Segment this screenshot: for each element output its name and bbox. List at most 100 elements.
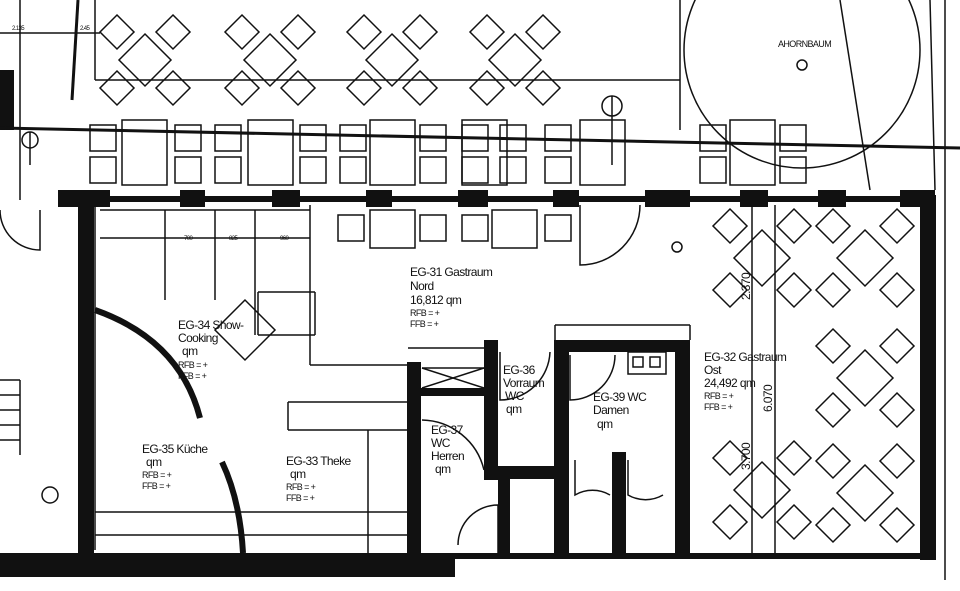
wall-bottom-east	[455, 553, 935, 559]
room-label-eg33: EG-33 Theke qm RFB = + FFB = +	[286, 454, 352, 503]
svg-text:qm: qm	[182, 344, 198, 358]
svg-text:FFB = +: FFB = +	[142, 481, 171, 491]
svg-text:RFB = +: RFB = +	[410, 308, 440, 318]
room-label-eg35: EG-35 Küche qm RFB = + FFB = +	[142, 442, 209, 491]
table	[154, 69, 192, 107]
svg-text:RFB = +: RFB = +	[178, 360, 208, 370]
table	[524, 13, 562, 51]
wall-right	[920, 195, 936, 560]
wall-wc-7	[407, 388, 487, 396]
table	[579, 119, 626, 186]
svg-text:EG-31 Gastraum: EG-31 Gastraum	[410, 265, 493, 279]
svg-text:Herren: Herren	[431, 449, 464, 463]
table	[878, 327, 916, 365]
svg-text:24,492 qm: 24,492 qm	[704, 376, 756, 390]
table	[461, 214, 489, 242]
table	[699, 124, 727, 152]
table	[419, 124, 447, 152]
table	[711, 271, 749, 309]
svg-text:qm: qm	[435, 462, 451, 476]
svg-text:RFB = +: RFB = +	[286, 482, 316, 492]
svg-text:Vorraum: Vorraum	[503, 376, 545, 390]
svg-text:16,812 qm: 16,812 qm	[410, 293, 462, 307]
room-label-eg39: EG-39 WC Damen qm	[593, 390, 648, 431]
room-label-eg36: EG-36 Vorraum WC qm	[503, 363, 545, 416]
table	[878, 271, 916, 309]
table	[779, 124, 807, 152]
table	[214, 156, 242, 184]
wall-wc-top	[554, 340, 690, 352]
table	[814, 506, 852, 544]
table	[98, 13, 136, 51]
pillar	[180, 190, 205, 207]
table	[401, 69, 439, 107]
table	[121, 119, 168, 186]
table	[369, 209, 416, 249]
table	[544, 156, 572, 184]
tables	[89, 13, 916, 544]
table	[364, 32, 420, 88]
dim-label: 2.135	[12, 26, 25, 32]
table	[775, 207, 813, 245]
table	[279, 13, 317, 51]
svg-text:Damen: Damen	[593, 403, 629, 417]
svg-text:EG-35 Küche: EG-35 Küche	[142, 442, 208, 456]
svg-text:EG-34 Show-: EG-34 Show-	[178, 318, 244, 332]
tree	[683, 0, 921, 191]
table	[419, 214, 447, 242]
svg-text:qm: qm	[506, 402, 522, 416]
table	[835, 463, 895, 523]
dim-label: 825	[229, 236, 238, 242]
table	[369, 119, 416, 186]
pillar	[272, 190, 300, 207]
table	[699, 156, 727, 184]
table	[814, 271, 852, 309]
table	[775, 503, 813, 541]
table	[732, 460, 792, 520]
dim-label: 2.45	[80, 26, 91, 32]
table	[729, 119, 776, 186]
pillar	[366, 190, 392, 207]
table	[461, 119, 508, 186]
table	[732, 228, 792, 288]
svg-text:EG-37: EG-37	[431, 423, 464, 437]
wall-bottom	[0, 553, 455, 577]
table	[835, 348, 895, 408]
table	[174, 124, 202, 152]
table	[174, 156, 202, 184]
svg-text:WC: WC	[431, 436, 451, 450]
svg-text:Nord: Nord	[410, 279, 434, 293]
dim-label: 960	[280, 236, 289, 242]
svg-text:RFB = +: RFB = +	[704, 391, 734, 401]
table	[544, 124, 572, 152]
table	[242, 32, 298, 88]
wall-wc-1	[407, 362, 421, 555]
table	[279, 69, 317, 107]
table	[461, 156, 489, 184]
dim-label: 2.370	[739, 272, 753, 300]
svg-text:Cooking: Cooking	[178, 331, 218, 345]
svg-text:EG-33 Theke: EG-33 Theke	[286, 454, 351, 468]
table	[814, 391, 852, 429]
table	[337, 214, 365, 242]
svg-text:qm: qm	[146, 455, 162, 469]
pillars	[58, 190, 935, 207]
svg-text:Ost: Ost	[704, 363, 722, 377]
svg-text:FFB = +: FFB = +	[178, 371, 207, 381]
table	[878, 391, 916, 429]
table	[401, 13, 439, 51]
svg-text:qm: qm	[597, 417, 613, 431]
svg-text:EG-39 WC: EG-39 WC	[593, 390, 647, 404]
table	[299, 124, 327, 152]
wall-wc-2	[484, 340, 498, 480]
table	[223, 13, 261, 51]
table	[223, 69, 261, 107]
pillar	[553, 190, 579, 207]
table	[339, 156, 367, 184]
table	[487, 32, 543, 88]
table	[214, 124, 242, 152]
pillar	[58, 190, 110, 207]
table	[117, 32, 173, 88]
